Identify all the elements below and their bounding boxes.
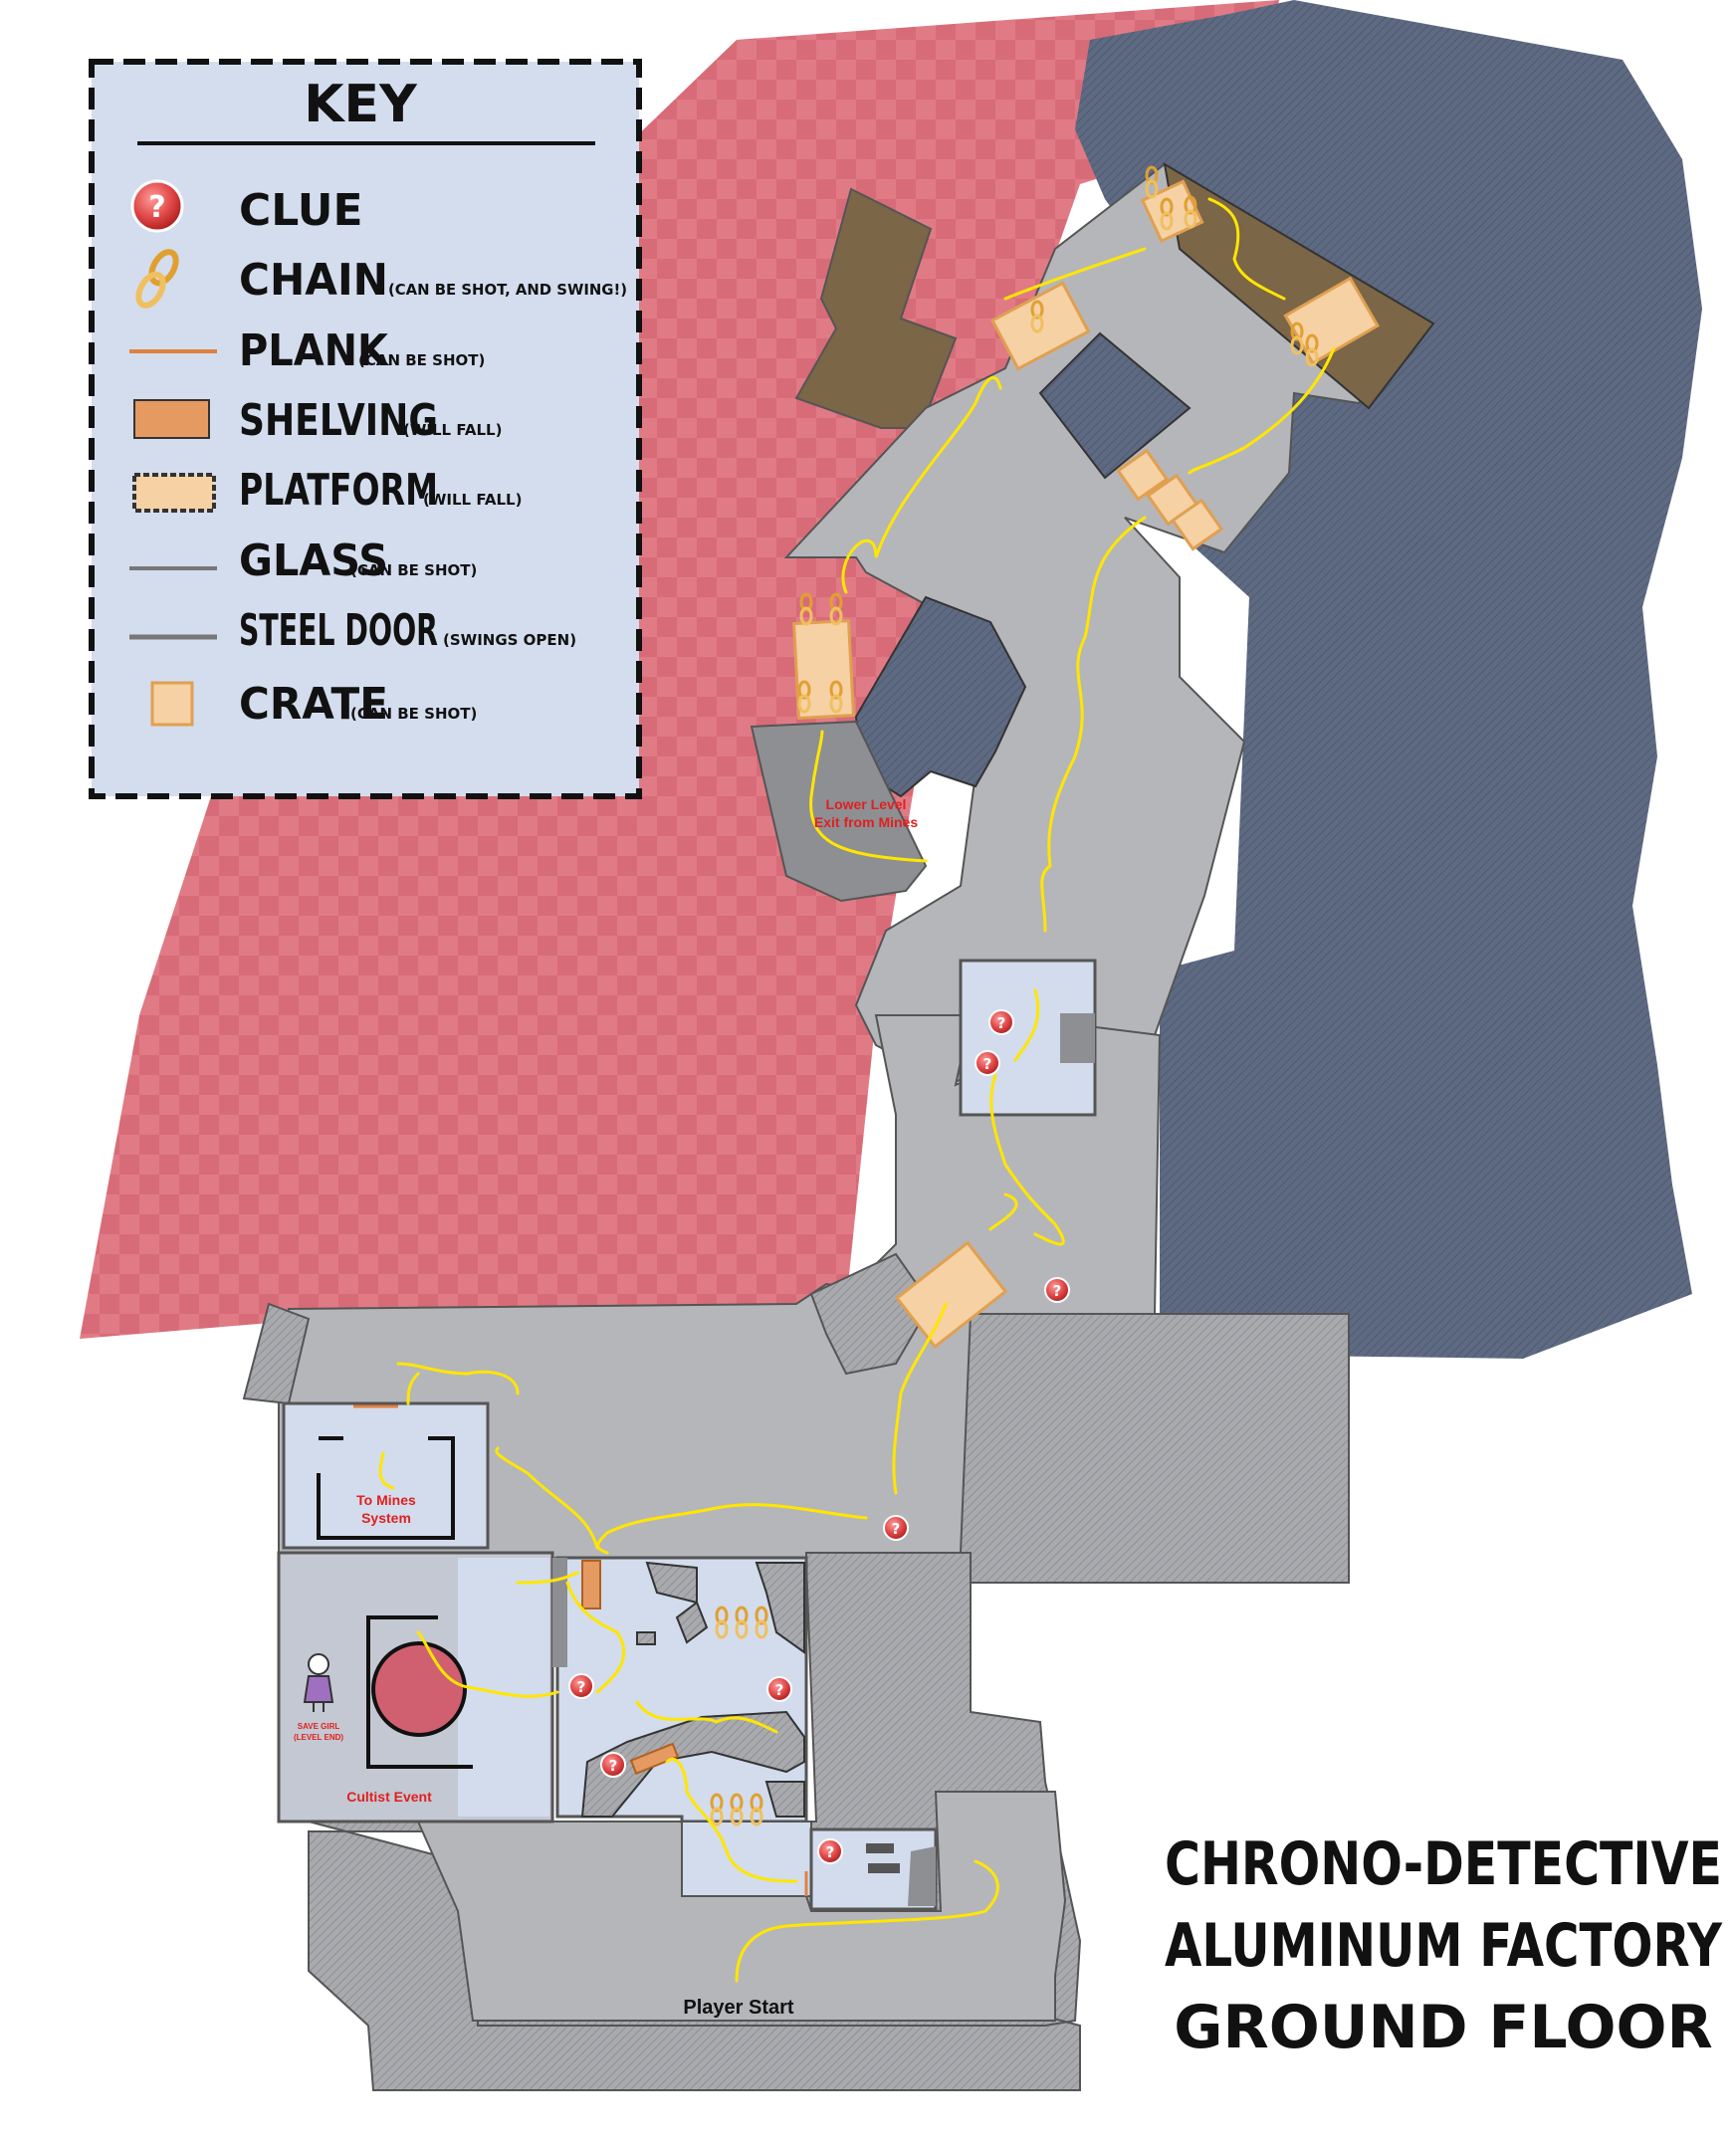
label-to-mines-1: To Mines [356,1492,416,1508]
key-label-glass: GLASS [239,536,388,586]
key-note-chain: (CAN BE SHOT, AND SWING!) [388,281,627,299]
label-to-mines-2: System [361,1510,411,1526]
mines-room-inner [317,1436,455,1540]
player-path [378,197,1336,1983]
key-label-chain: CHAIN [239,255,388,306]
crate-icon [150,681,194,727]
key-label-plank: PLANK [239,325,390,376]
label-player-start: Player Start [683,1997,794,2019]
debris-block [809,1252,933,1376]
key-label-crate: CRATE [239,679,388,730]
label-save-girl-1: SAVE GIRL [298,1722,340,1731]
cultist-altar-frame [366,1615,473,1769]
wreck-debris-5 [636,1631,656,1645]
chain-icon [135,249,179,309]
planks [353,1404,808,1896]
brown-building [794,187,958,429]
clue-room-mid-wall [1060,1013,1095,1063]
wreck-debris-2 [755,1562,805,1654]
key-title: KEY [304,75,418,134]
se-shelf-2 [868,1863,900,1873]
label-lower-exit-2: Exit from Mines [814,814,918,830]
key-label-steel-door: STEEL DOOR [239,605,438,656]
title-line-3: GROUND FLOOR [1174,1993,1712,2062]
key-label-shelving: SHELVING [239,395,438,446]
key-label-clue: CLUE [239,185,363,236]
shelving-icon [133,399,210,439]
wreck-wall-left [552,1558,567,1667]
svg-text:?: ? [148,190,165,225]
key-note-steel-door: (SWINGS OPEN) [443,631,576,649]
mines-room [282,1401,490,1550]
girl-icon [303,1653,334,1712]
map-key: KEY ? CLUE CHAIN (CAN BE SHOT, AND SWING… [89,59,642,799]
platform-icon [132,473,216,513]
se-wall [908,1846,936,1906]
se-room [681,1821,812,1897]
title-line-2: ALUMINUM FACTORY [1165,1911,1723,1981]
map-title: CHRONO-DETECTIVE ALUMINUM FACTORY GROUND… [1165,1829,1723,2062]
water-square [1038,331,1192,480]
key-note-platform: (WILL FALL) [423,491,522,509]
title-line-1: CHRONO-DETECTIVE [1165,1829,1722,1899]
wreck-debris-4 [580,1710,805,1818]
key-note-crate: (CAN BE SHOT) [350,705,477,723]
key-note-glass: (CAN BE SHOT) [350,561,477,579]
label-save-girl-2: (LEVEL END) [294,1733,343,1742]
key-label-platform: PLATFORM [239,465,438,516]
label-lower-exit-1: Lower Level [826,796,907,812]
key-note-shelving: (WILL FALL) [403,421,502,439]
wreck-debris-6 [764,1781,805,1818]
label-cultist-event: Cultist Event [346,1789,432,1805]
restricted-zone [80,0,1279,1339]
key-note-plank: (CAN BE SHOT) [358,351,485,369]
shelving [581,1560,680,1776]
east-warehouse [960,1313,1350,1584]
se-shelf-1 [866,1843,894,1853]
crates [1116,448,1224,551]
wreck-debris-3 [675,1601,709,1644]
question-icon: ? [130,179,184,233]
cultist-altar [371,1641,467,1737]
